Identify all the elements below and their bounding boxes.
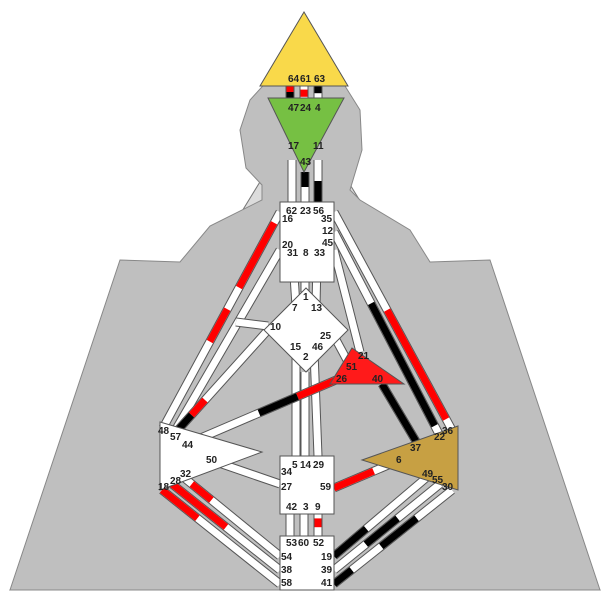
gate-17: 17 — [288, 141, 300, 152]
gate-18: 18 — [158, 482, 170, 493]
channel-19-49-activation-0 — [331, 526, 369, 559]
gate-12: 12 — [322, 226, 334, 237]
solar-plexus-center[interactable] — [360, 425, 459, 491]
gate-27: 27 — [281, 482, 293, 493]
gate-1: 1 — [303, 292, 309, 303]
sacral-center[interactable] — [279, 455, 335, 515]
gate-46: 46 — [312, 342, 324, 353]
channel-20-57 — [168, 248, 284, 438]
channel-12-22-activation-0 — [367, 301, 438, 428]
gate-2: 2 — [303, 352, 309, 363]
channel-45-21 — [330, 249, 364, 353]
gate-51: 51 — [346, 362, 358, 373]
gate-55: 55 — [432, 475, 444, 486]
gate-62: 62 — [286, 206, 298, 217]
g-center[interactable] — [263, 287, 349, 373]
gate-63: 63 — [314, 74, 326, 85]
gate-43: 43 — [300, 157, 312, 168]
channel-16-48-activation-0 — [235, 221, 278, 290]
channel-39-55-activation-0 — [363, 515, 400, 547]
gate-3: 3 — [303, 502, 309, 513]
gate-48: 48 — [158, 426, 170, 437]
channel-26-44-activation-1 — [257, 393, 299, 417]
channel-46-29 — [310, 351, 322, 457]
gate-29: 29 — [313, 460, 325, 471]
channel-26-44-activation-0 — [296, 376, 338, 400]
gate-15: 15 — [290, 342, 302, 353]
gate-35: 35 — [321, 214, 333, 225]
throat-center[interactable] — [279, 201, 335, 283]
gate-44: 44 — [182, 440, 194, 451]
gate-34: 34 — [281, 467, 293, 478]
channel-10-57-activation-0 — [188, 397, 208, 418]
gate-20: 20 — [282, 240, 294, 251]
gate-45: 45 — [322, 238, 334, 249]
gate-38: 38 — [281, 565, 293, 576]
gate-59: 59 — [320, 482, 332, 493]
gate-36: 36 — [442, 426, 454, 437]
gate-19: 19 — [321, 552, 333, 563]
gate-5: 5 — [292, 460, 298, 471]
channel-59-6-activation-0 — [332, 467, 375, 492]
channel-10-20 — [235, 318, 269, 330]
gate-57: 57 — [170, 432, 182, 443]
gate-24: 24 — [300, 103, 312, 114]
gate-6: 6 — [396, 455, 402, 466]
channel-41-30-activation-0 — [379, 515, 419, 550]
gate-33: 33 — [314, 248, 326, 259]
gate-58: 58 — [281, 578, 293, 589]
gate-30: 30 — [442, 482, 454, 493]
gate-60: 60 — [298, 538, 310, 549]
gate-39: 39 — [321, 565, 333, 576]
gate-23: 23 — [300, 206, 312, 217]
ego-center[interactable] — [329, 347, 406, 385]
gate-37: 37 — [410, 443, 422, 454]
channel-18-58-activation-0 — [159, 487, 200, 521]
gate-4: 4 — [315, 103, 321, 114]
gate-7: 7 — [292, 303, 298, 314]
gate-28: 28 — [170, 476, 182, 487]
gate-14: 14 — [300, 460, 312, 471]
root-center[interactable] — [279, 535, 335, 591]
gate-50: 50 — [206, 455, 218, 466]
channel-28-38-activation-0 — [169, 481, 229, 530]
channel-32-54-activation-0 — [189, 481, 214, 503]
gate-11: 11 — [313, 141, 324, 152]
channel-35-36-activation-0 — [384, 308, 450, 421]
gate-22: 22 — [434, 432, 446, 443]
gate-32: 32 — [180, 469, 192, 480]
gate-64: 64 — [288, 74, 300, 85]
gate-labels: 64 61 63 47 24 4 17 11 43 62 23 56 16 35… — [158, 74, 454, 589]
gate-21: 21 — [358, 351, 370, 362]
gate-8: 8 — [303, 248, 309, 259]
channel-41-30-activation-1 — [331, 567, 354, 587]
gate-56: 56 — [313, 206, 325, 217]
gate-54: 54 — [281, 552, 293, 563]
gate-42: 42 — [286, 502, 298, 513]
gate-41: 41 — [321, 578, 333, 589]
gate-13: 13 — [311, 303, 323, 314]
gate-9: 9 — [315, 502, 321, 513]
gate-26: 26 — [336, 374, 348, 385]
spleen-center[interactable] — [159, 421, 264, 491]
gate-53: 53 — [286, 538, 298, 549]
ajna-center[interactable] — [267, 97, 345, 174]
channel-40-37-activation-0 — [378, 382, 424, 450]
gate-40: 40 — [372, 374, 384, 385]
gate-52: 52 — [313, 538, 325, 549]
channel-16-48-activation-1 — [206, 307, 231, 344]
gate-16: 16 — [282, 214, 294, 225]
gate-61: 61 — [300, 74, 312, 85]
gate-25: 25 — [320, 331, 332, 342]
gate-47: 47 — [288, 103, 300, 114]
gate-31: 31 — [287, 248, 299, 259]
head-center[interactable] — [259, 11, 349, 87]
gate-49: 49 — [422, 469, 434, 480]
gate-10: 10 — [270, 322, 282, 333]
